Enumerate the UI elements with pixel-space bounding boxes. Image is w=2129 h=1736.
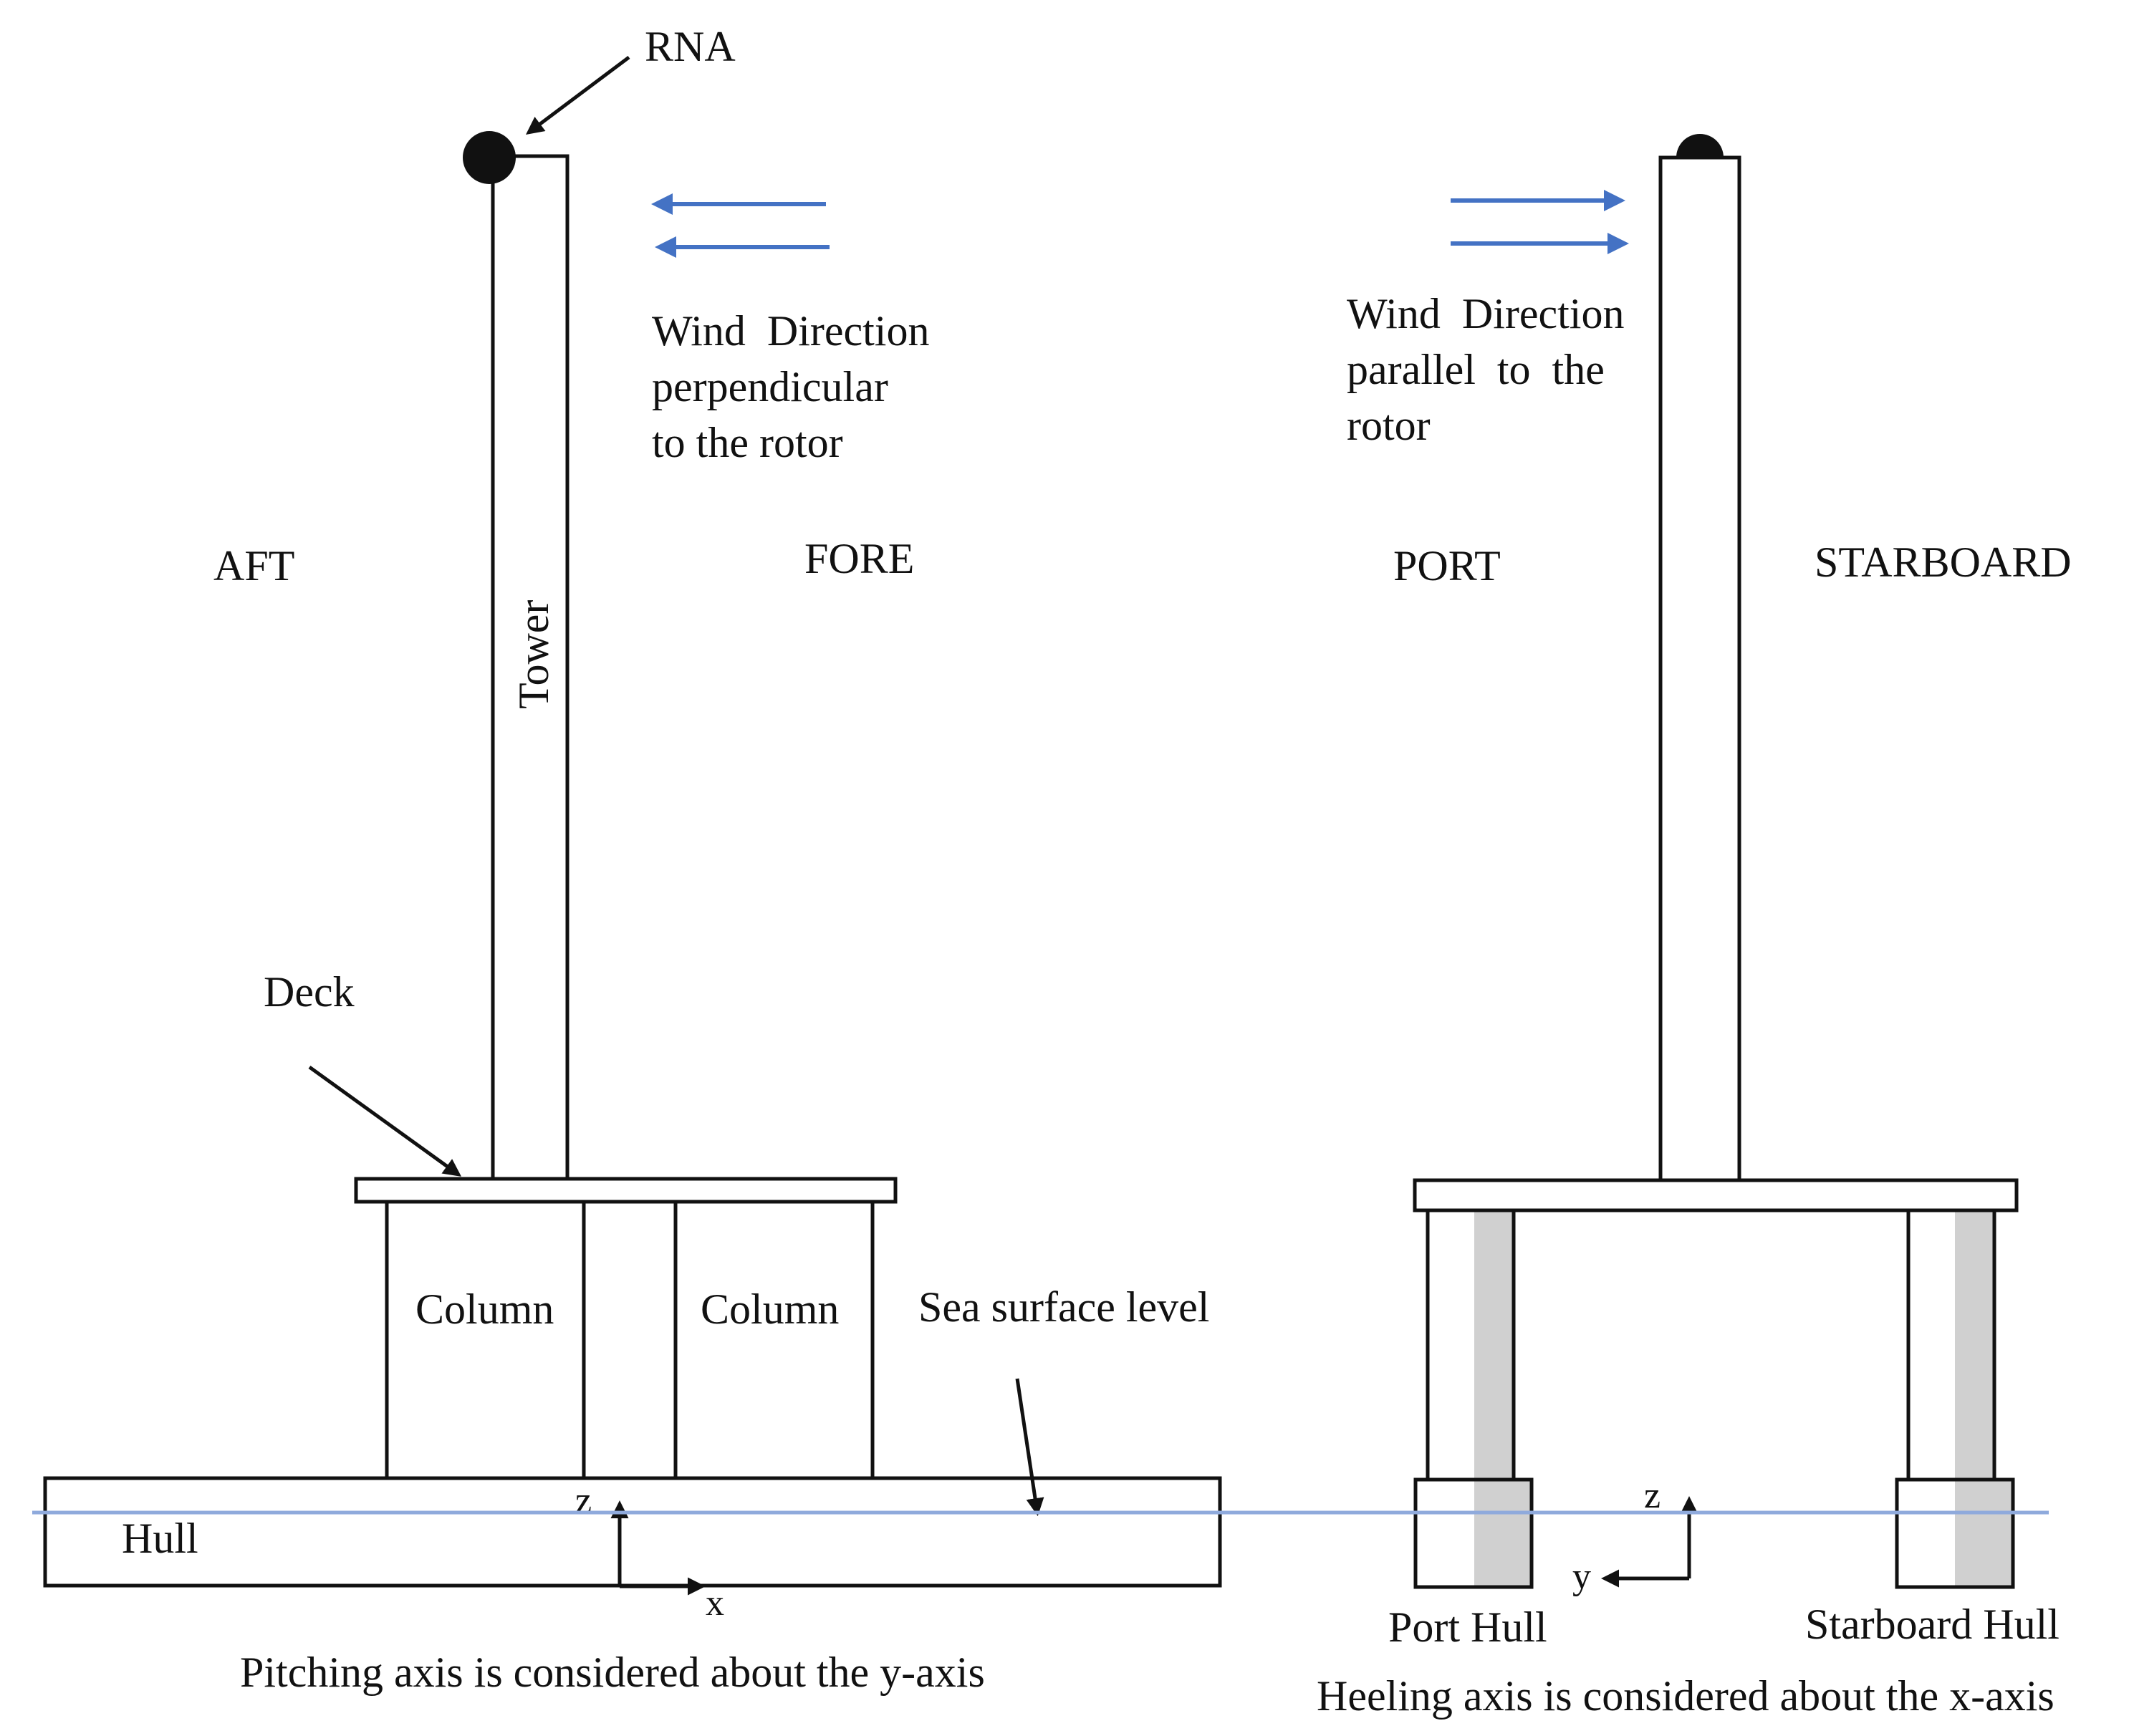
pitching-caption: Pitching axis is considered about the y-…: [240, 1649, 985, 1696]
tower: [491, 154, 570, 1181]
fore-label: FORE: [804, 535, 914, 582]
rna-label: RNA: [645, 23, 736, 70]
port-hull-shade: [1474, 1480, 1532, 1587]
hull-label: Hull: [122, 1515, 198, 1562]
right-view: Wind Direction parallel to the rotor POR…: [1317, 134, 2072, 1720]
port-column-shade: [1474, 1210, 1514, 1480]
tower-label: Tower: [510, 600, 557, 709]
wind-text-right-2: parallel to the: [1347, 346, 1605, 393]
z-axis-label-left: z: [575, 1480, 592, 1521]
heeling-caption: Heeling axis is considered about the x-a…: [1317, 1672, 2054, 1720]
rna-mass-right: [1676, 134, 1724, 158]
port-label: PORT: [1393, 542, 1501, 589]
column-label-fore: Column: [701, 1286, 839, 1333]
port-hull-label: Port Hull: [1388, 1604, 1547, 1651]
y-axis-label: y: [1572, 1556, 1591, 1597]
hull: [43, 1476, 1222, 1588]
deck-pointer-arrow: [308, 1065, 462, 1177]
wind-text-left-3: to the rotor: [652, 419, 843, 466]
sea-surface-label: Sea surface level: [918, 1283, 1209, 1331]
wind-text-left-1: Wind Direction: [652, 307, 929, 355]
wind-text-right-3: rotor: [1347, 402, 1431, 449]
wind-text-right-1: Wind Direction: [1347, 290, 1624, 337]
deck: [354, 1177, 898, 1204]
starboard-hull-label: Starboard Hull: [1805, 1601, 2060, 1648]
deck-label: Deck: [264, 968, 355, 1016]
tower-right: [1658, 155, 1741, 1182]
column-label-aft: Column: [415, 1286, 554, 1333]
starboard-label: STARBOARD: [1815, 539, 2072, 586]
wind-text-left-2: perpendicular: [652, 363, 888, 410]
column-fore: [673, 1200, 875, 1480]
port-hull-outline: [1413, 1477, 1534, 1589]
starboard-column-shade: [1955, 1210, 1994, 1480]
rna-pointer-arrow: [526, 56, 630, 135]
sea-surface-pointer-arrow: [1015, 1378, 1044, 1516]
starboard-hull-shade: [1955, 1480, 2013, 1587]
rna-mass: [463, 131, 516, 184]
starboard-hull-outline: [1895, 1477, 2015, 1589]
z-axis-label-right: z: [1644, 1475, 1661, 1516]
x-axis-label: x: [706, 1583, 724, 1624]
deck-right: [1413, 1178, 2019, 1212]
aft-label: AFT: [213, 542, 294, 589]
left-view: RNA Tower Wind Direction perpendicular t…: [43, 23, 1222, 1696]
column-aft: [385, 1200, 586, 1480]
